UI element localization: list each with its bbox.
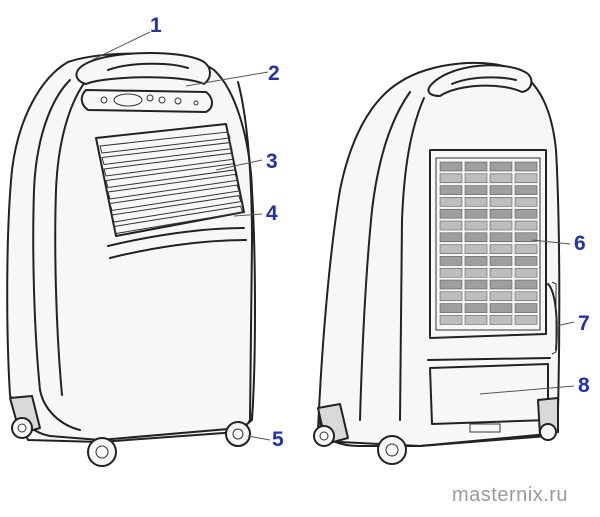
filter-cell (489, 161, 513, 172)
filter-cell (514, 315, 538, 325)
evaporative-filter-grid (439, 161, 538, 325)
filter-cell (489, 291, 513, 302)
filter-cell (439, 303, 463, 313)
front-carry-handle (75, 51, 211, 85)
filter-cell (464, 173, 488, 184)
front-unit (6, 51, 256, 467)
callout-2: 2 (268, 62, 280, 85)
filter-cell (464, 197, 488, 207)
rear-wheel-caster (225, 421, 251, 447)
filter-cell (514, 208, 538, 219)
filter-cell (439, 185, 463, 195)
filter-cell (489, 173, 513, 184)
front-wheel (87, 437, 117, 467)
louvre-blade (101, 142, 233, 166)
filter-cell (464, 208, 488, 219)
filter-cell (439, 279, 463, 290)
callout-7: 7 (578, 312, 590, 335)
louvre-blade (109, 184, 240, 212)
callout-1: 1 (150, 14, 162, 37)
filter-cell (514, 197, 538, 207)
filter-cell (439, 291, 463, 302)
rear-unit (313, 61, 561, 465)
filter-cell (489, 232, 513, 243)
rear-right-caster (537, 397, 559, 441)
filter-cell (439, 161, 463, 172)
callout-8: 8 (578, 374, 590, 397)
rear-front-wheel (377, 435, 407, 465)
callout-3: 3 (266, 150, 278, 173)
filter-cell (439, 315, 463, 325)
callout-6: 6 (574, 232, 586, 255)
filter-cell (514, 279, 538, 290)
water-tank (429, 363, 549, 425)
filter-cell (514, 267, 538, 278)
filter-cell (489, 197, 513, 207)
filter-cell (489, 256, 513, 266)
filter-cell (439, 197, 463, 207)
filter-cell (464, 303, 488, 313)
filter-cell (464, 315, 488, 325)
watermark: masternix.ru (452, 484, 569, 506)
filter-cell (489, 220, 513, 231)
louvre-blade (111, 195, 242, 223)
filter-cell (489, 208, 513, 219)
air-louvres (99, 131, 244, 235)
filter-cell (439, 232, 463, 243)
rear-left-caster (313, 403, 349, 447)
filter-cell (514, 291, 538, 302)
filter-cell (464, 244, 488, 254)
louvre-blade (103, 152, 235, 177)
filter-cell (514, 161, 538, 172)
filter-cell (439, 208, 463, 219)
filter-cell (514, 185, 538, 195)
control-panel (80, 89, 213, 113)
filter-cell (464, 279, 488, 290)
filter-cell (439, 220, 463, 231)
filter-cell (489, 267, 513, 278)
filter-cell (489, 185, 513, 195)
filter-cell (489, 244, 513, 254)
filter-cell (439, 256, 463, 266)
filter-cell (464, 161, 488, 172)
rear-carry-handle (427, 64, 533, 97)
front-left-caster (9, 395, 41, 439)
callout-5: 5 (272, 428, 284, 451)
filter-cell (439, 173, 463, 184)
filter-cell (514, 232, 538, 243)
filter-cell (464, 267, 488, 278)
callout-labels: 1 2 3 4 5 6 7 8 (150, 14, 590, 451)
louvre-blade (107, 173, 238, 200)
leader-lines (91, 31, 575, 441)
filter-cell (514, 303, 538, 313)
filter-cell (489, 279, 513, 290)
louvre-blade (99, 131, 231, 154)
filter-cell (439, 244, 463, 254)
filter-cell (439, 267, 463, 278)
filter-cell (514, 256, 538, 266)
front-unit-body (6, 52, 256, 443)
filter-frame (429, 149, 547, 339)
filter-cell (464, 232, 488, 243)
filter-cell (464, 220, 488, 231)
louvre-blade (113, 205, 244, 235)
filter-cell (514, 244, 538, 254)
callout-4: 4 (266, 202, 278, 225)
louvre-blade (105, 163, 237, 189)
filter-cell (489, 303, 513, 313)
filter-cell (464, 185, 488, 195)
filter-cell (464, 291, 488, 302)
filter-cell (514, 173, 538, 184)
filter-cell (514, 220, 538, 231)
filter-cell (489, 315, 513, 325)
filter-cell (464, 256, 488, 266)
